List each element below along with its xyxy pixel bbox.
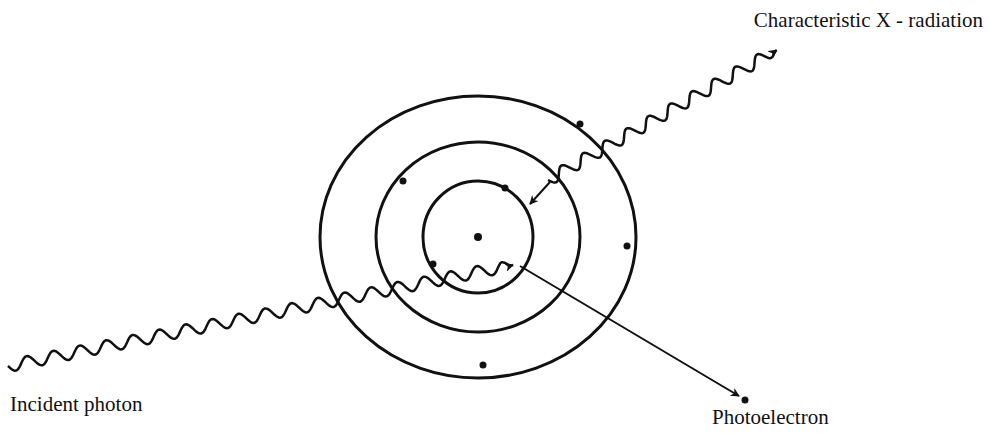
nucleus — [474, 233, 482, 241]
x-ray-wave — [548, 50, 777, 182]
middle-shell — [376, 142, 580, 332]
transition-arrow — [530, 182, 550, 204]
text-label: Characteristic X - radiation — [754, 8, 983, 33]
photoelectron-dot — [742, 397, 749, 404]
text-label: Incident photon — [10, 392, 142, 417]
text-label: Photoelectron — [712, 405, 829, 430]
inner-shell — [423, 181, 533, 293]
outer-shell — [320, 96, 636, 378]
photoelectron-path — [520, 266, 739, 396]
incident-photon-wave — [8, 262, 513, 370]
